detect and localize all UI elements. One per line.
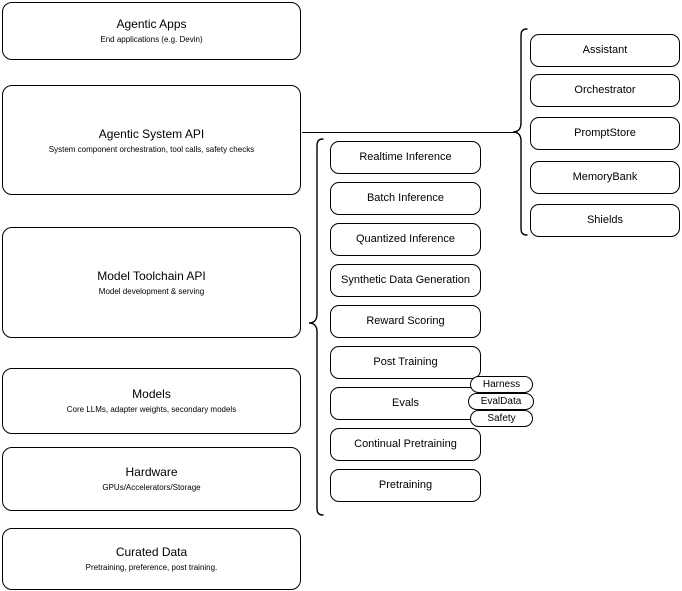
- layer-title: Agentic Apps: [116, 17, 187, 31]
- layer-title: Curated Data: [115, 545, 188, 559]
- pill-evaldata[interactable]: EvalData: [468, 393, 534, 410]
- component-label: MemoryBank: [572, 171, 638, 183]
- layer-model-toolchain-api[interactable]: Model Toolchain API Model development & …: [2, 227, 301, 338]
- component-orchestrator[interactable]: Orchestrator: [530, 74, 680, 107]
- component-batch-inference[interactable]: Batch Inference: [330, 182, 481, 215]
- connector-system-api-to-components: [302, 132, 516, 133]
- component-label: Reward Scoring: [366, 315, 445, 327]
- layer-curated-data[interactable]: Curated Data Pretraining, preference, po…: [2, 528, 301, 590]
- layer-subtitle: Model development & serving: [98, 287, 205, 296]
- component-shields[interactable]: Shields: [530, 204, 680, 237]
- pill-harness[interactable]: Harness: [470, 376, 533, 393]
- component-label: PromptStore: [574, 127, 636, 139]
- brace-system-components: [512, 28, 528, 236]
- component-label: Post Training: [373, 356, 438, 368]
- component-label: Continual Pretraining: [354, 438, 457, 450]
- component-continual-pretraining[interactable]: Continual Pretraining: [330, 428, 481, 461]
- layer-agentic-apps[interactable]: Agentic Apps End applications (e.g. Devi…: [2, 2, 301, 60]
- layer-models[interactable]: Models Core LLMs, adapter weights, secon…: [2, 368, 301, 434]
- layer-subtitle: GPUs/Accelerators/Storage: [102, 483, 201, 492]
- component-synthetic-data-generation[interactable]: Synthetic Data Generation: [330, 264, 481, 297]
- component-quantized-inference[interactable]: Quantized Inference: [330, 223, 481, 256]
- component-pretraining[interactable]: Pretraining: [330, 469, 481, 502]
- component-label: Pretraining: [378, 479, 433, 491]
- component-label: Shields: [586, 214, 624, 226]
- component-label: Orchestrator: [574, 84, 636, 96]
- layer-agentic-system-api[interactable]: Agentic System API System component orch…: [2, 85, 301, 195]
- layer-subtitle: Pretraining, preference, post training.: [85, 563, 218, 572]
- layer-title: Model Toolchain API: [97, 269, 206, 283]
- component-evals[interactable]: Evals: [330, 387, 481, 420]
- component-label: Quantized Inference: [355, 233, 456, 245]
- component-label: Realtime Inference: [359, 151, 452, 163]
- component-label: Batch Inference: [366, 192, 445, 204]
- component-label: Synthetic Data Generation: [340, 274, 471, 286]
- component-realtime-inference[interactable]: Realtime Inference: [330, 141, 481, 174]
- pill-safety[interactable]: Safety: [470, 410, 533, 427]
- component-promptstore[interactable]: PromptStore: [530, 117, 680, 150]
- component-reward-scoring[interactable]: Reward Scoring: [330, 305, 481, 338]
- component-label: Assistant: [582, 44, 628, 56]
- layer-hardware[interactable]: Hardware GPUs/Accelerators/Storage: [2, 447, 301, 511]
- component-memorybank[interactable]: MemoryBank: [530, 161, 680, 194]
- component-assistant[interactable]: Assistant: [530, 34, 680, 67]
- component-post-training[interactable]: Post Training: [330, 346, 481, 379]
- layer-title: Agentic System API: [98, 127, 205, 141]
- layer-subtitle: End applications (e.g. Devin): [100, 35, 203, 44]
- layer-subtitle: System component orchestration, tool cal…: [48, 145, 255, 154]
- layer-subtitle: Core LLMs, adapter weights, secondary mo…: [66, 405, 237, 414]
- layer-title: Models: [132, 387, 171, 401]
- brace-toolchain-components: [308, 138, 324, 516]
- component-label: Evals: [392, 397, 419, 409]
- layer-title: Hardware: [125, 465, 178, 479]
